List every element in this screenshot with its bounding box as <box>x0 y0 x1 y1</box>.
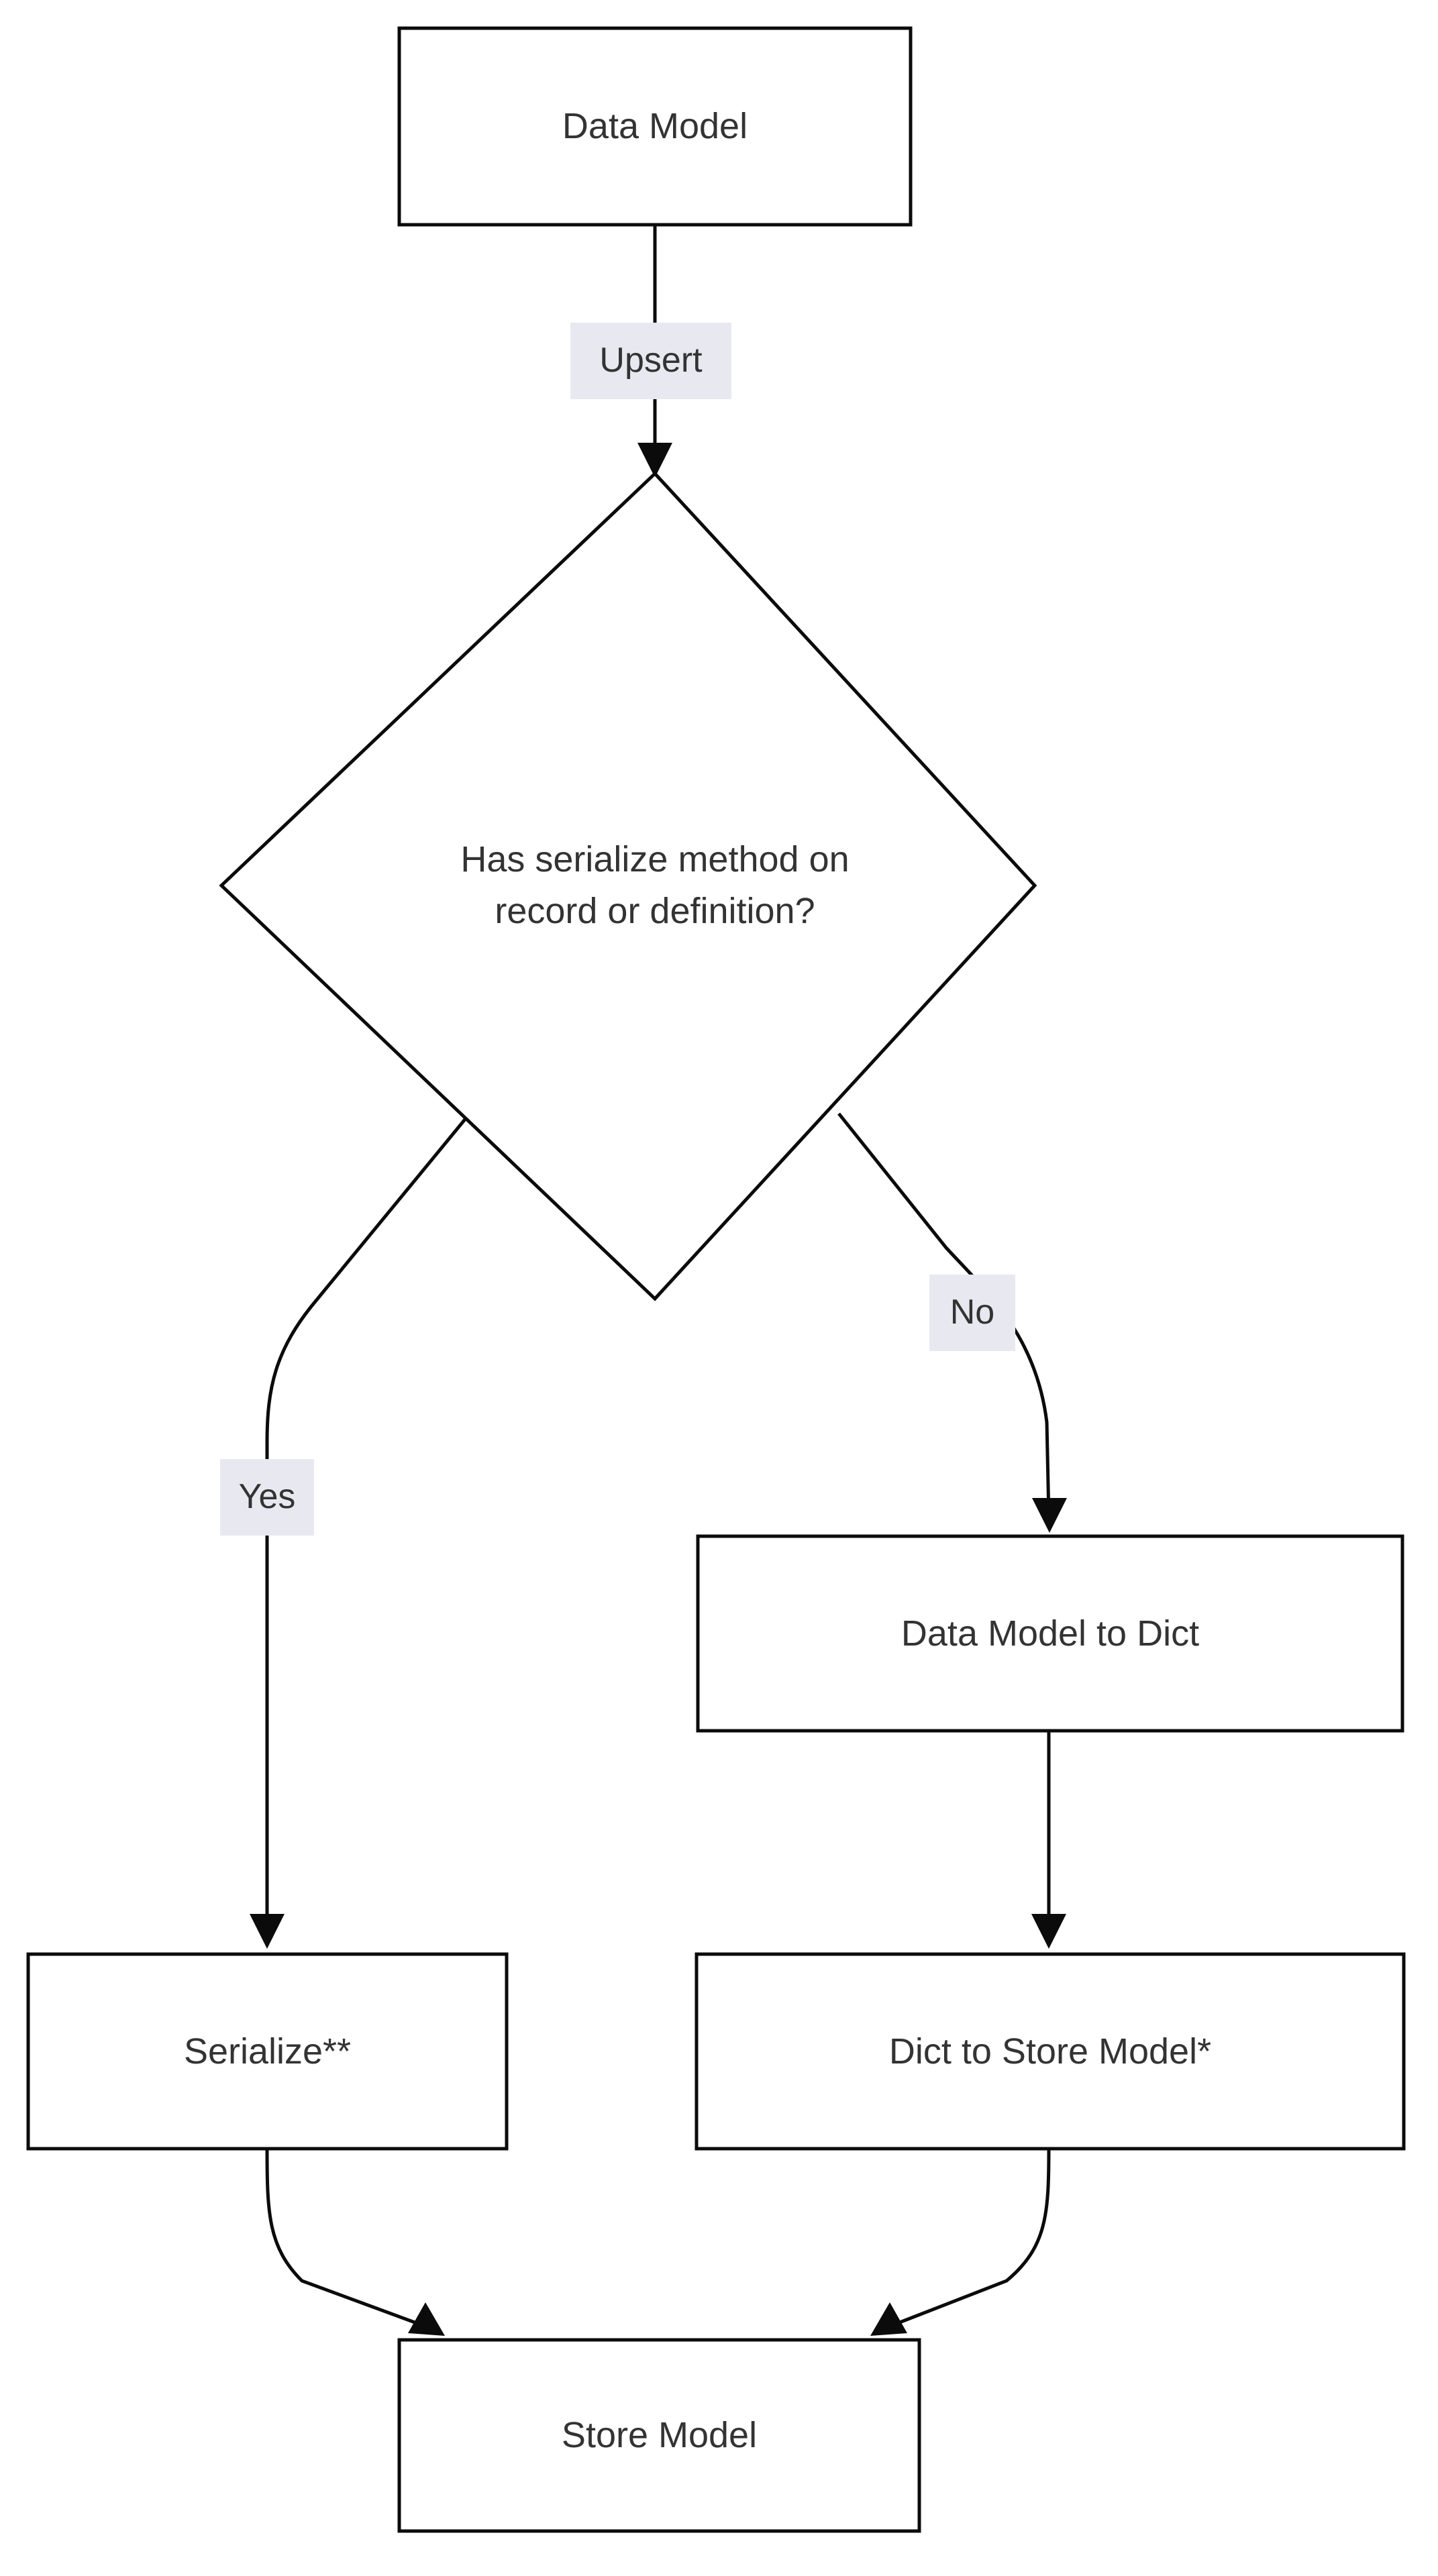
node-data-model-to-dict[interactable] <box>696 1534 1404 1733</box>
node-dict-to-store-model[interactable] <box>695 1952 1406 2151</box>
arrow-head-icon <box>870 2302 907 2336</box>
node-data-model[interactable] <box>397 26 913 227</box>
edge-line <box>885 2148 1051 2330</box>
edge-data-model-to-dict-to-dict-to-store-model <box>1031 1731 1066 1949</box>
arrow-head-icon <box>1031 1914 1066 1949</box>
node-serialize[interactable] <box>26 1952 509 2151</box>
edge-serialize-to-store-model <box>265 2148 445 2336</box>
edge-has-serialize-to-serialize <box>250 1112 471 1949</box>
edge-line <box>265 1112 471 1932</box>
edge-line <box>265 2148 430 2330</box>
edge-label-no: No <box>929 1275 1015 1351</box>
node-store-model[interactable] <box>397 2338 921 2533</box>
arrow-head-icon <box>637 443 672 478</box>
arrow-head-icon <box>1032 1498 1067 1533</box>
arrow-head-icon <box>250 1914 285 1949</box>
edge-label-yes: Yes <box>220 1459 314 1536</box>
node-has-serialize[interactable] <box>219 471 1037 1301</box>
edge-label-upsert: Upsert <box>570 323 731 399</box>
arrow-head-icon <box>408 2302 445 2336</box>
edge-dict-to-store-model-to-store-model <box>870 2148 1051 2336</box>
